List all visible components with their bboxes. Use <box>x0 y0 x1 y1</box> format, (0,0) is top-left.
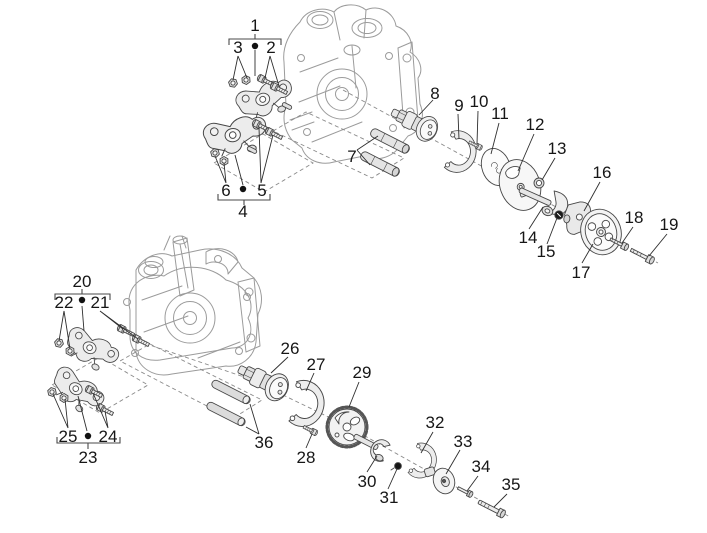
part-bolt-34 <box>456 486 474 498</box>
parts-top-assembly <box>201 73 655 265</box>
callout-5: 5 <box>257 181 266 200</box>
callout-16: 16 <box>593 163 612 182</box>
callout-26: 26 <box>281 339 300 358</box>
part-decompressor-shaft-14 <box>518 187 569 217</box>
callout-22: 22 <box>55 293 74 312</box>
callout-14: 14 <box>519 228 538 247</box>
callout-20: 20 <box>73 272 92 291</box>
callout-11: 11 <box>491 104 509 123</box>
callout-21: 21 <box>91 293 110 312</box>
bullet-group-1 <box>251 42 259 50</box>
part-pulley-17 <box>580 208 622 256</box>
part-pin-15 <box>554 210 564 220</box>
callout-2: 2 <box>266 38 275 57</box>
bracket-group-1 <box>228 34 282 45</box>
callout-34: 34 <box>472 457 491 476</box>
callout-36: 36 <box>255 433 274 452</box>
part-nut-13 <box>533 177 545 189</box>
callout-33: 33 <box>454 432 473 451</box>
part-bolt-19 <box>629 247 655 265</box>
bullet-group-4 <box>239 185 247 193</box>
callout-3: 3 <box>233 38 242 57</box>
part-bolt-35 <box>477 499 506 519</box>
callout-27: 27 <box>307 355 326 374</box>
parts-bottom-assembly <box>45 323 506 519</box>
callout-10: 10 <box>470 92 489 111</box>
callout-29: 29 <box>353 363 372 382</box>
group-bullets <box>78 42 259 440</box>
callout-8: 8 <box>430 84 439 103</box>
cylinder-head-top-artwork <box>283 4 423 164</box>
callout-13: 13 <box>548 139 567 158</box>
callout-15: 15 <box>537 242 556 261</box>
bracket-group-23 <box>56 437 121 449</box>
callout-1: 1 <box>250 16 259 35</box>
part-pin-31 <box>390 462 402 471</box>
callout-25: 25 <box>59 427 78 446</box>
part-bolt-18 <box>609 237 630 251</box>
callout-28: 28 <box>297 448 316 467</box>
callout-19: 19 <box>660 215 679 234</box>
part-bracket-32 <box>406 440 441 483</box>
bracket-group-20 <box>54 289 111 300</box>
callout-17: 17 <box>572 263 591 282</box>
callout-35: 35 <box>502 475 521 494</box>
callout-12: 12 <box>526 115 545 134</box>
bullet-group-23 <box>84 432 92 440</box>
callout-23: 23 <box>79 448 98 467</box>
callout-31: 31 <box>380 488 399 507</box>
callout-labels: 1 2 3 4 5 6 7 8 9 10 11 12 13 14 15 16 1… <box>55 16 679 507</box>
callout-24: 24 <box>99 427 118 446</box>
callout-18: 18 <box>625 208 644 227</box>
callout-7: 7 <box>347 147 356 166</box>
part-fork-shaft-30 <box>353 433 391 462</box>
group-brackets <box>54 34 282 449</box>
cylinder-head-bottom-artwork <box>123 235 262 376</box>
callout-30: 30 <box>358 472 377 491</box>
callout-9: 9 <box>454 96 463 115</box>
callout-4: 4 <box>238 202 247 221</box>
bracket-group-4 <box>217 194 271 205</box>
part-disc-33 <box>432 467 456 495</box>
leader-lines <box>52 50 668 508</box>
callout-32: 32 <box>426 413 445 432</box>
bullet-group-20 <box>78 296 86 304</box>
callout-6: 6 <box>221 181 230 200</box>
